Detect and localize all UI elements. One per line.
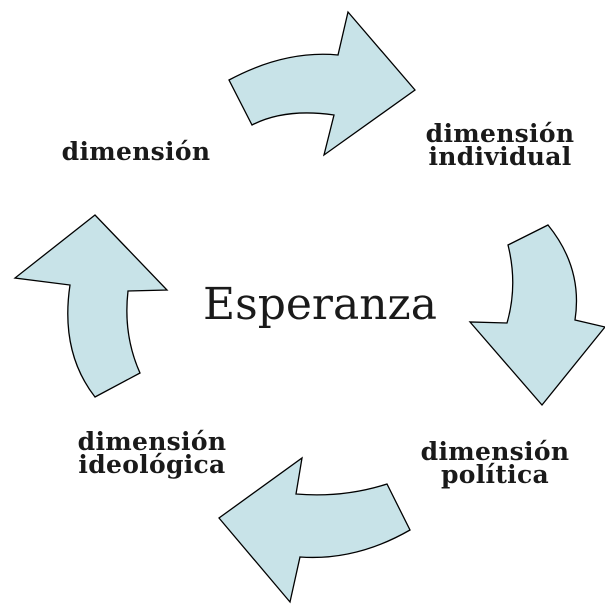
node-bottom-left-line-1: dimensión bbox=[77, 427, 227, 456]
arrow-right-icon bbox=[468, 224, 605, 407]
node-top-right-line-1: dimensión bbox=[425, 119, 575, 148]
node-bottom-right-line-1: dimensión bbox=[420, 437, 570, 466]
node-bottom-right-line-2: política bbox=[440, 460, 549, 489]
arrow-left-icon bbox=[13, 214, 169, 398]
node-top-right-line-2: individual bbox=[428, 142, 572, 171]
node-bottom-left: dimensión ideológica bbox=[52, 427, 252, 479]
center-label: Esperanza bbox=[203, 279, 437, 330]
node-bottom-left-line-2: ideológica bbox=[78, 450, 226, 479]
node-bottom-right: dimensión política bbox=[395, 437, 595, 489]
arrow-top-icon bbox=[228, 10, 416, 157]
node-top-left-line-1: dimensión bbox=[61, 137, 211, 166]
node-top-right: dimensión individual bbox=[405, 119, 595, 171]
node-top-left: dimensión bbox=[52, 137, 220, 166]
arrow-bottom-icon bbox=[218, 456, 411, 604]
